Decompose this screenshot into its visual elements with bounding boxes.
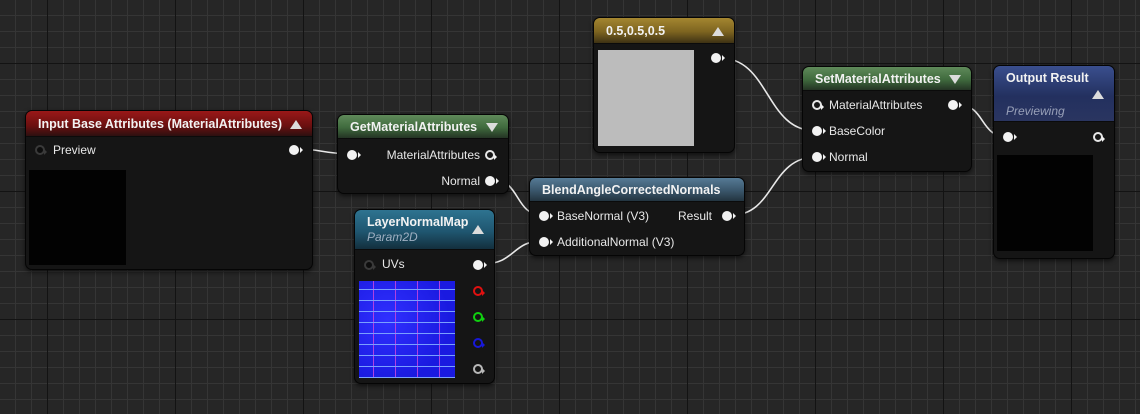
node-header[interactable]: BlendAngleCorrectedNormals	[530, 178, 744, 202]
preview-label: Preview	[53, 143, 96, 157]
node-set-material-attributes[interactable]: SetMaterialAttributes MaterialAttributes…	[802, 66, 972, 172]
preview-thumbnail	[997, 155, 1093, 251]
node-title: BlendAngleCorrectedNormals	[542, 183, 721, 197]
node-title: 0.5,0.5,0.5	[606, 24, 666, 38]
node-input-base-attributes[interactable]: Input Base Attributes (MaterialAttribute…	[25, 110, 313, 270]
normal-output-pin[interactable]	[485, 176, 499, 186]
normal-map-texture-preview	[359, 281, 455, 378]
node-output-result[interactable]: Output Result Previewing	[993, 65, 1115, 259]
result-output-pin[interactable]	[722, 211, 736, 221]
g-output-pin[interactable]	[473, 312, 485, 322]
normal-label: Normal	[829, 150, 868, 164]
material-attributes-output-pin[interactable]	[289, 145, 303, 155]
preview-input-pin[interactable]	[35, 145, 47, 155]
node-title: GetMaterialAttributes	[350, 120, 478, 134]
node-layer-normal-map[interactable]: LayerNormalMap Param2D UVs	[354, 209, 495, 384]
preview-thumbnail	[29, 170, 126, 265]
uvs-input-pin[interactable]	[364, 260, 376, 270]
r-output-pin[interactable]	[473, 286, 485, 296]
color-swatch	[598, 50, 694, 146]
base-color-input-pin[interactable]	[812, 126, 826, 136]
node-title: Input Base Attributes (MaterialAttribute…	[38, 117, 283, 131]
node-constant-color[interactable]: 0.5,0.5,0.5	[593, 17, 735, 153]
triangle-up-icon[interactable]	[290, 120, 302, 129]
node-header[interactable]: Input Base Attributes (MaterialAttribute…	[26, 111, 312, 137]
triangle-up-icon[interactable]	[472, 225, 484, 234]
additional-normal-label: AdditionalNormal (V3)	[557, 235, 675, 249]
triangle-up-icon[interactable]	[712, 27, 724, 36]
material-attributes-input-pin[interactable]	[347, 150, 361, 160]
node-get-material-attributes[interactable]: GetMaterialAttributes MaterialAttributes…	[337, 114, 509, 194]
node-subtitle: Previewing	[1006, 104, 1065, 118]
base-normal-label: BaseNormal (V3)	[557, 209, 650, 223]
node-header[interactable]: Output Result Previewing	[994, 66, 1114, 122]
base-color-label: BaseColor	[829, 124, 886, 138]
normal-input-pin[interactable]	[812, 152, 826, 162]
node-header[interactable]: 0.5,0.5,0.5	[594, 18, 734, 44]
rgb-output-pin[interactable]	[711, 53, 725, 63]
output-label-material-attributes: MaterialAttributes	[386, 148, 480, 162]
node-title: SetMaterialAttributes	[815, 72, 941, 86]
triangle-down-icon[interactable]	[486, 123, 498, 132]
base-normal-input-pin[interactable]	[539, 211, 553, 221]
result-input-pin[interactable]	[1003, 132, 1017, 142]
result-output-pin[interactable]	[1093, 132, 1105, 142]
node-header[interactable]: GetMaterialAttributes	[338, 115, 508, 139]
uvs-label: UVs	[382, 257, 405, 271]
node-header[interactable]: LayerNormalMap Param2D	[355, 210, 494, 250]
material-attributes-output-pin[interactable]	[485, 150, 497, 160]
material-attributes-label: MaterialAttributes	[829, 98, 923, 112]
node-title: Output Result	[1006, 71, 1089, 85]
result-label: Result	[677, 209, 712, 223]
node-header[interactable]: SetMaterialAttributes	[803, 67, 971, 91]
triangle-down-icon[interactable]	[949, 75, 961, 84]
additional-normal-input-pin[interactable]	[539, 237, 553, 247]
a-output-pin[interactable]	[473, 364, 485, 374]
material-attributes-output-pin[interactable]	[948, 100, 962, 110]
rgb-output-pin[interactable]	[473, 260, 487, 270]
b-output-pin[interactable]	[473, 338, 485, 348]
node-blend-angle-corrected-normals[interactable]: BlendAngleCorrectedNormals BaseNormal (V…	[529, 177, 745, 256]
output-label-normal: Normal	[441, 174, 480, 188]
triangle-up-icon[interactable]	[1092, 90, 1104, 99]
material-attributes-input-pin[interactable]	[812, 100, 824, 110]
